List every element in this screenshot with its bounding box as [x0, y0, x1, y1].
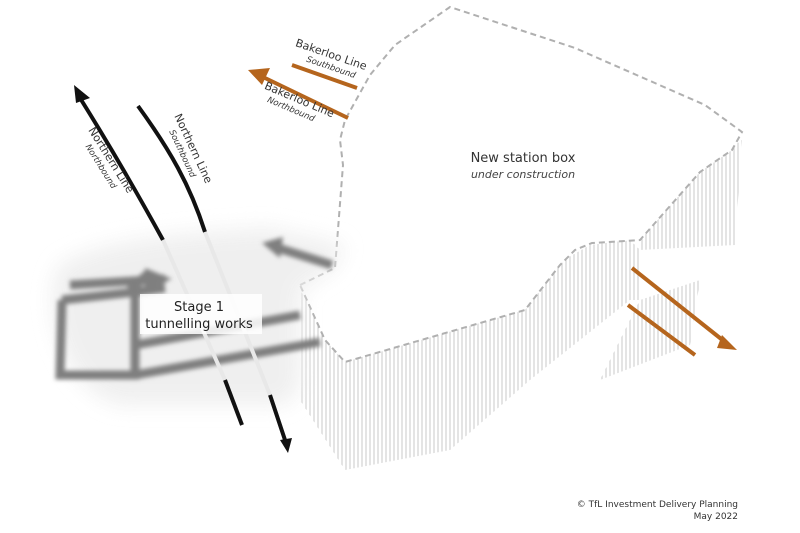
station-box-title: New station box: [471, 151, 576, 166]
credit: © TfL Investment Delivery Planning May 2…: [577, 499, 738, 523]
stage-1-label-bg: [140, 294, 262, 334]
bakerloo-northbound-label: Bakerloo Line Northbound: [263, 79, 337, 124]
credit-date: May 2022: [693, 512, 738, 522]
station-box-subtitle: under construction: [471, 168, 575, 181]
bakerloo-line-tracks-right: [626, 266, 737, 357]
stage-1-subtitle: tunnelling works: [145, 317, 253, 332]
station-box-outline: [298, 5, 744, 364]
bakerloo-line-tracks-top: [248, 63, 358, 120]
stage-1-title: Stage 1: [174, 300, 224, 315]
northern-northbound-label: Northern Line Northbound: [83, 125, 137, 196]
credit-source: © TfL Investment Delivery Planning: [576, 500, 738, 510]
